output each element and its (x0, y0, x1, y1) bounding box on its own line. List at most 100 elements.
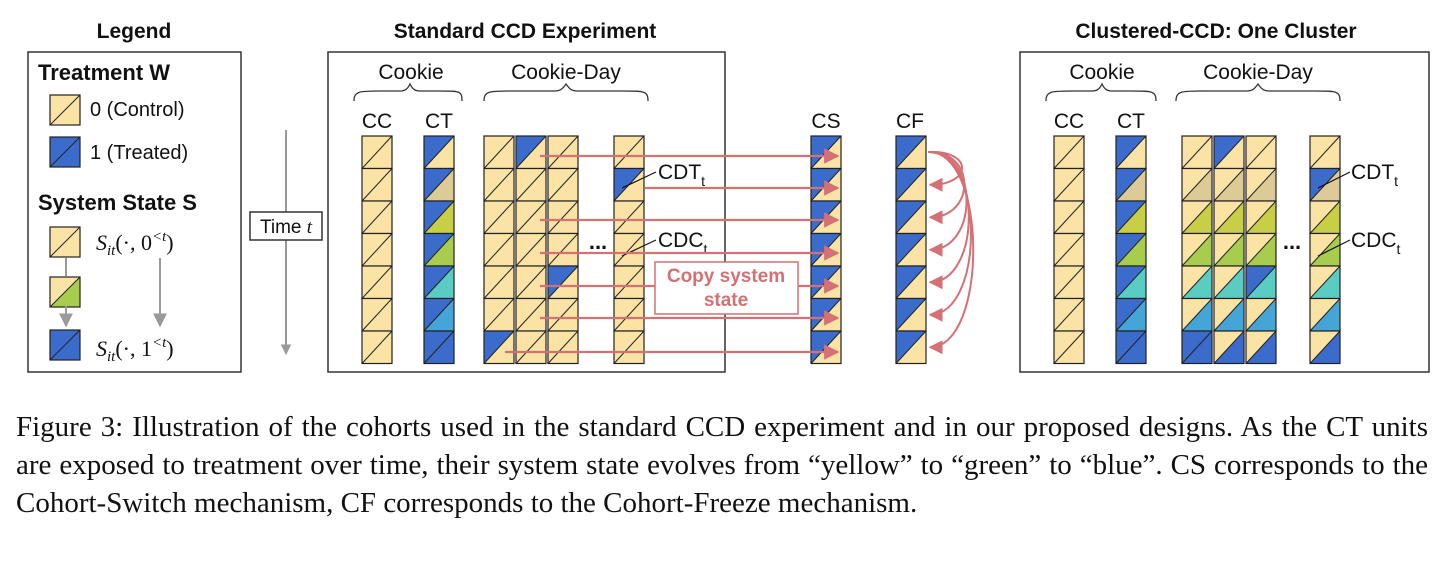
cf-column (895, 135, 927, 365)
cell (483, 200, 515, 235)
cell (613, 297, 645, 332)
standard-ccd-panel: Standard CCD Experiment Cookie Cookie-Da… (327, 20, 726, 373)
copy-state-box (654, 261, 799, 315)
cell (895, 167, 927, 202)
cell (1115, 265, 1147, 300)
cell (895, 265, 927, 300)
cell (895, 330, 927, 365)
cookie-day-column (1181, 135, 1213, 365)
cell (1213, 232, 1245, 267)
cell (547, 232, 579, 267)
cell (1245, 167, 1277, 202)
cell (423, 232, 455, 267)
cell (547, 167, 579, 202)
standard-cookie-brace (353, 82, 463, 102)
standard-col-ct: CT (425, 110, 453, 133)
state-formula-control: Sit(·, 0<t) (96, 229, 174, 259)
freeze-arrow (927, 150, 972, 322)
standard-cookie-day-label: Cookie-Day (511, 61, 621, 84)
freeze-arrow (927, 150, 975, 355)
time-axis: Time t (249, 130, 323, 356)
cell (810, 330, 842, 365)
standard-title: Standard CCD Experiment (394, 20, 657, 43)
clustered-cookie-day-label: Cookie-Day (1203, 61, 1313, 84)
cell (1245, 265, 1277, 300)
cell (1115, 232, 1147, 267)
clustered-ccd-panel: Clustered-CCD: One Cluster Cookie Cookie… (1019, 20, 1430, 373)
ct-column (1115, 135, 1147, 365)
cell (483, 265, 515, 300)
cell (810, 297, 842, 332)
cell (547, 330, 579, 365)
standard-cell-grid (361, 135, 645, 365)
legend-state-yellow-swatch (49, 226, 81, 258)
cell (423, 200, 455, 235)
swatch (49, 136, 81, 168)
treated-label: 1 (Treated) (90, 142, 188, 164)
cell (1309, 297, 1341, 332)
cell (1181, 265, 1213, 300)
cookie-day-column-last (1309, 135, 1341, 365)
legend-control-swatch (49, 94, 81, 126)
cell (1181, 200, 1213, 235)
cell (1181, 330, 1213, 365)
copy-state-line2: state (704, 290, 748, 311)
copy-state-line1: Copy system (667, 266, 785, 287)
cell (613, 200, 645, 235)
cookie-day-column (547, 135, 579, 365)
state-heading: System State S (38, 190, 197, 215)
cell (1053, 200, 1085, 235)
state-formula-treated: Sit(·, 1<t) (96, 335, 174, 365)
cell (1115, 330, 1147, 365)
cell (1181, 135, 1213, 170)
cell (1053, 297, 1085, 332)
standard-ellipsis: ... (589, 229, 607, 254)
cookie-day-column (515, 135, 547, 365)
cell (361, 200, 393, 235)
cell (515, 232, 547, 267)
standard-col-cc: CC (362, 110, 392, 133)
cell (613, 135, 645, 170)
cell (547, 297, 579, 332)
clustered-cookie-brace (1045, 82, 1157, 102)
switch-freeze-columns: CS CF Copy system state (505, 110, 975, 365)
cell (361, 232, 393, 267)
cell (1309, 330, 1341, 365)
cell (1213, 167, 1245, 202)
clustered-cookie-label: Cookie (1069, 61, 1134, 84)
time-label-box (249, 211, 323, 241)
cell (515, 200, 547, 235)
clustered-cdt-leader (1317, 171, 1351, 189)
figure-caption: Figure 3: Illustration of the cohorts us… (16, 411, 1428, 519)
clustered-cdt-label: CDTt (1351, 161, 1398, 189)
swatch (49, 276, 81, 308)
cell (515, 297, 547, 332)
cell (1213, 135, 1245, 170)
cell (810, 265, 842, 300)
clustered-cell-grid (1053, 135, 1341, 365)
legend-frame (27, 51, 242, 373)
standard-cdt-label: CDTt (658, 161, 705, 189)
cell (423, 265, 455, 300)
cell (1245, 232, 1277, 267)
cell (810, 167, 842, 202)
standard-cdc-label: CDCt (658, 229, 708, 257)
cell (1115, 297, 1147, 332)
cookie-day-column (1245, 135, 1277, 365)
cell (515, 135, 547, 170)
ct-column (423, 135, 455, 365)
clustered-col-ct: CT (1117, 110, 1145, 133)
cs-column (810, 135, 842, 365)
cell (1309, 200, 1341, 235)
cell (1053, 167, 1085, 202)
control-label: 0 (Control) (90, 99, 184, 121)
cell (1053, 135, 1085, 170)
cell (613, 265, 645, 300)
cs-cf-cell-grid (810, 135, 927, 365)
cell (423, 297, 455, 332)
cell (895, 232, 927, 267)
cell (895, 200, 927, 235)
legend-panel: Legend Treatment W 0 (Control) 1 (Treate… (27, 20, 242, 373)
cell (895, 297, 927, 332)
cell (1309, 135, 1341, 170)
